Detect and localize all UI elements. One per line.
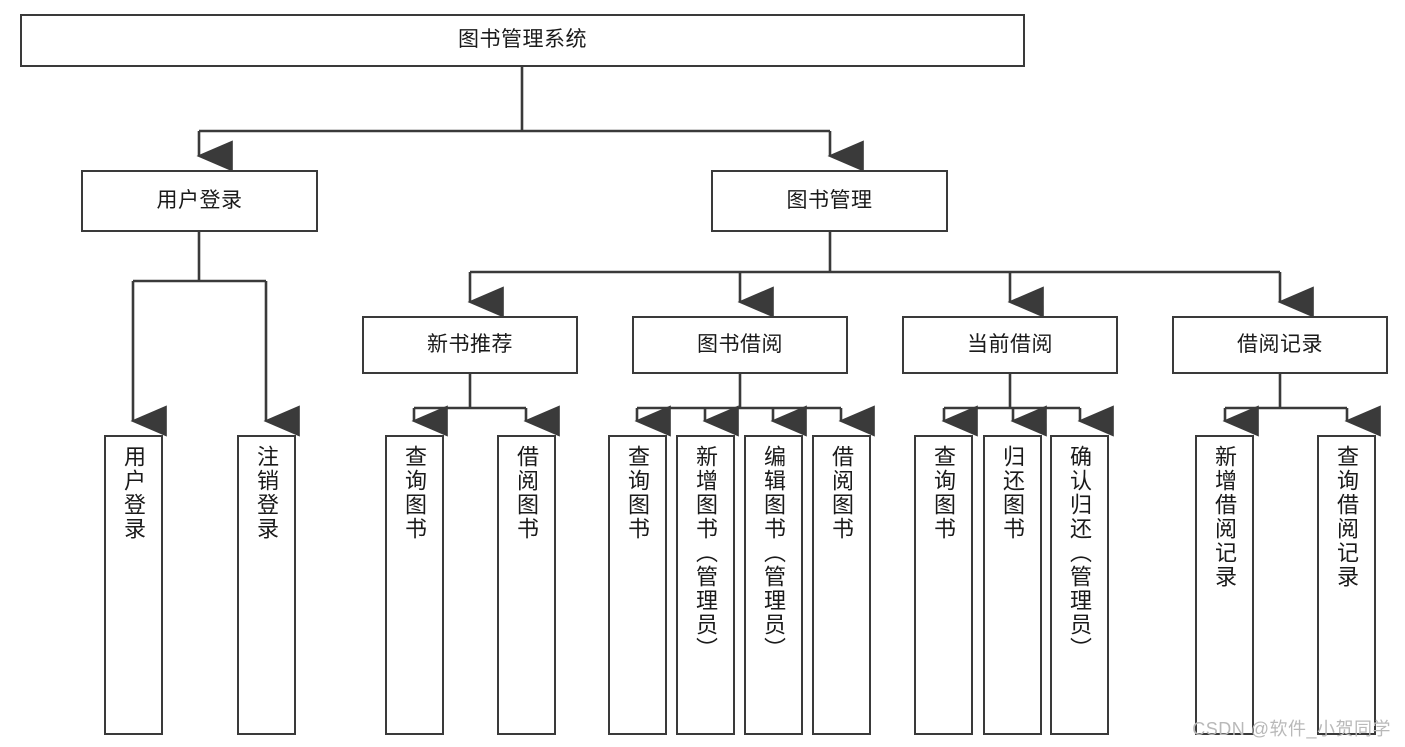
node-label: 新增借阅记录 — [1212, 445, 1238, 589]
leaf-return-books[interactable]: 归还图书 — [983, 435, 1042, 735]
leaf-add-book-admin[interactable]: 新增图书（管理员） — [676, 435, 735, 735]
node-label: 查询图书 — [402, 445, 428, 541]
leaf-user-login[interactable]: 用户登录 — [104, 435, 163, 735]
node-label: 查询图书 — [931, 445, 957, 541]
node-label: 编辑图书（管理员） — [761, 445, 787, 661]
node-label: 查询借阅记录 — [1334, 445, 1360, 589]
node-label: 图书借阅 — [697, 332, 783, 356]
node-label: 借阅记录 — [1237, 332, 1323, 356]
node-book-management[interactable]: 图书管理 — [711, 170, 948, 232]
node-label: 图书管理 — [786, 188, 873, 212]
node-borrow-records[interactable]: 借阅记录 — [1172, 316, 1388, 374]
leaf-query-books-current[interactable]: 查询图书 — [914, 435, 973, 735]
node-label: 查询图书 — [625, 445, 651, 541]
leaf-query-borrow-record[interactable]: 查询借阅记录 — [1317, 435, 1376, 735]
leaf-query-books-new[interactable]: 查询图书 — [385, 435, 444, 735]
leaf-add-borrow-record[interactable]: 新增借阅记录 — [1195, 435, 1254, 735]
node-root-book-management-system[interactable]: 图书管理系统 — [20, 14, 1025, 67]
node-label: 注销登录 — [254, 445, 280, 541]
node-label: 图书管理系统 — [458, 28, 587, 52]
leaf-edit-book-admin[interactable]: 编辑图书（管理员） — [744, 435, 803, 735]
node-label: 新增图书（管理员） — [693, 445, 719, 661]
node-label: 确认归还（管理员） — [1067, 445, 1093, 661]
leaf-logout[interactable]: 注销登录 — [237, 435, 296, 735]
node-user-login[interactable]: 用户登录 — [81, 170, 318, 232]
leaf-borrow-books[interactable]: 借阅图书 — [812, 435, 871, 735]
node-label: 当前借阅 — [967, 332, 1053, 356]
leaf-borrow-books-new[interactable]: 借阅图书 — [497, 435, 556, 735]
node-label: 借阅图书 — [514, 445, 540, 541]
node-label: 借阅图书 — [829, 445, 855, 541]
node-book-borrowing[interactable]: 图书借阅 — [632, 316, 848, 374]
node-current-borrowing[interactable]: 当前借阅 — [902, 316, 1118, 374]
node-label: 用户登录 — [156, 188, 243, 212]
node-label: 归还图书 — [1000, 445, 1026, 541]
leaf-confirm-return-admin[interactable]: 确认归还（管理员） — [1050, 435, 1109, 735]
node-label: 用户登录 — [121, 445, 147, 541]
node-new-book-recommendation[interactable]: 新书推荐 — [362, 316, 578, 374]
node-label: 新书推荐 — [427, 332, 513, 356]
leaf-query-books-borrow[interactable]: 查询图书 — [608, 435, 667, 735]
